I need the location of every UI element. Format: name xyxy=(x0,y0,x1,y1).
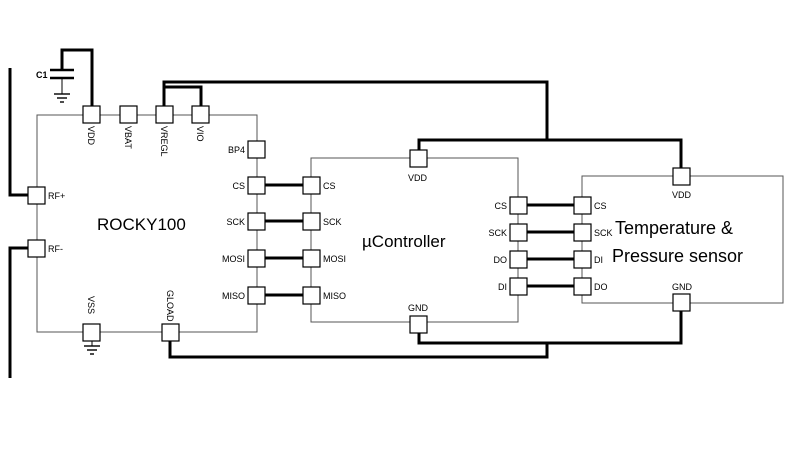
rf-antenna-lines xyxy=(8,68,28,378)
controller-pin-do-right-label: DO xyxy=(494,255,508,265)
capacitor-label: C1 xyxy=(36,70,48,80)
controller-pin-vdd-label: VDD xyxy=(408,173,428,183)
sensor-pin-gnd xyxy=(672,293,691,312)
controller-pin-di-right xyxy=(509,277,528,296)
rocky100-pin-cs-label: CS xyxy=(232,181,245,191)
rocky100-pin-vregl-label: VREGL xyxy=(159,126,169,157)
controller-pin-cs-left-label: CS xyxy=(323,181,336,191)
capacitor-c1: C1 xyxy=(36,48,94,107)
rocky100-pin-vss xyxy=(82,323,101,342)
spi-links-controller-sensor xyxy=(527,203,574,288)
rocky100-pin-vdd-label: VDD xyxy=(86,126,96,146)
controller-pin-mosi-left-label: MOSI xyxy=(323,254,346,264)
rocky100-pin-vregl xyxy=(155,105,174,124)
controller-pin-miso-left xyxy=(302,286,321,305)
sensor-pin-gnd-label: GND xyxy=(672,282,693,292)
rocky100-pin-cs xyxy=(247,176,266,195)
sensor-ground-bus xyxy=(547,310,683,345)
rocky100-pin-rfm xyxy=(27,239,46,258)
rocky100-name: ROCKY100 xyxy=(97,215,186,234)
rocky100-pin-sck xyxy=(247,212,266,231)
controller-pin-sck-right-label: SCK xyxy=(488,228,507,238)
controller-pin-cs-right-label: CS xyxy=(494,201,507,211)
controller-pin-cs-right xyxy=(509,196,528,215)
rocky100-pin-rfp xyxy=(27,186,46,205)
sensor-pin-di xyxy=(573,250,592,269)
sensor-pin-do-label: DO xyxy=(594,282,608,292)
controller-pin-di-right-label: DI xyxy=(498,282,507,292)
controller-pin-gnd-label: GND xyxy=(408,303,429,313)
sensor-name-line2: Pressure sensor xyxy=(612,246,743,266)
rocky100-pin-sck-label: SCK xyxy=(226,217,245,227)
sensor-pin-cs-label: CS xyxy=(594,201,607,211)
controller-pin-vdd xyxy=(409,149,428,168)
sensor-pin-cs xyxy=(573,196,592,215)
controller-pin-gnd xyxy=(409,315,428,334)
vss-ground-icon xyxy=(84,341,100,355)
sensor-pin-vdd-label: VDD xyxy=(672,190,692,200)
vio-supply-bus xyxy=(162,80,549,150)
controller-pin-mosi-left xyxy=(302,249,321,268)
controller-pin-cs-left xyxy=(302,176,321,195)
ground-bus xyxy=(168,333,549,359)
controller-pin-sck-right xyxy=(509,223,528,242)
rocky100-pin-rfp-label: RF+ xyxy=(48,191,65,201)
rocky100-pin-vdd xyxy=(82,105,101,124)
rocky100-pin-vio xyxy=(191,105,210,124)
rocky100-pin-gload xyxy=(161,323,180,342)
rocky100-pin-mosi xyxy=(247,249,266,268)
sensor-name-line1: Temperature & xyxy=(615,218,733,238)
sensor-vdd-bus xyxy=(547,138,683,168)
sensor-pin-sck xyxy=(573,223,592,242)
vregl-vio-bus xyxy=(162,85,203,106)
rocky100-pin-vbat-label: VBAT xyxy=(123,126,133,149)
rocky100-pin-miso-label: MISO xyxy=(222,291,245,301)
controller-pin-do-right xyxy=(509,250,528,269)
rocky100-pin-vss-label: VSS xyxy=(86,296,96,314)
rocky100-pin-miso xyxy=(247,286,266,305)
rocky100-pin-rfm-label: RF- xyxy=(48,244,63,254)
rocky100-pin-bp4 xyxy=(247,140,266,159)
controller-pin-sck-left xyxy=(302,212,321,231)
controller-name: µController xyxy=(362,232,446,251)
rocky100-pin-vbat xyxy=(119,105,138,124)
rocky100-pin-bp4-label: BP4 xyxy=(228,145,245,155)
controller-pin-sck-left-label: SCK xyxy=(323,217,342,227)
sensor-pin-di-label: DI xyxy=(594,255,603,265)
rocky100-pin-vio-label: VIO xyxy=(195,126,205,142)
rocky100-pin-mosi-label: MOSI xyxy=(222,254,245,264)
spi-links-rocky-controller xyxy=(265,183,303,297)
sensor-pin-sck-label: SCK xyxy=(594,228,613,238)
ground-icon xyxy=(54,93,70,103)
rocky100-pin-gload-label: GLOAD xyxy=(165,290,175,322)
sensor-pin-do xyxy=(573,277,592,296)
controller-pin-miso-left-label: MISO xyxy=(323,291,346,301)
sensor-pin-vdd xyxy=(672,167,691,186)
